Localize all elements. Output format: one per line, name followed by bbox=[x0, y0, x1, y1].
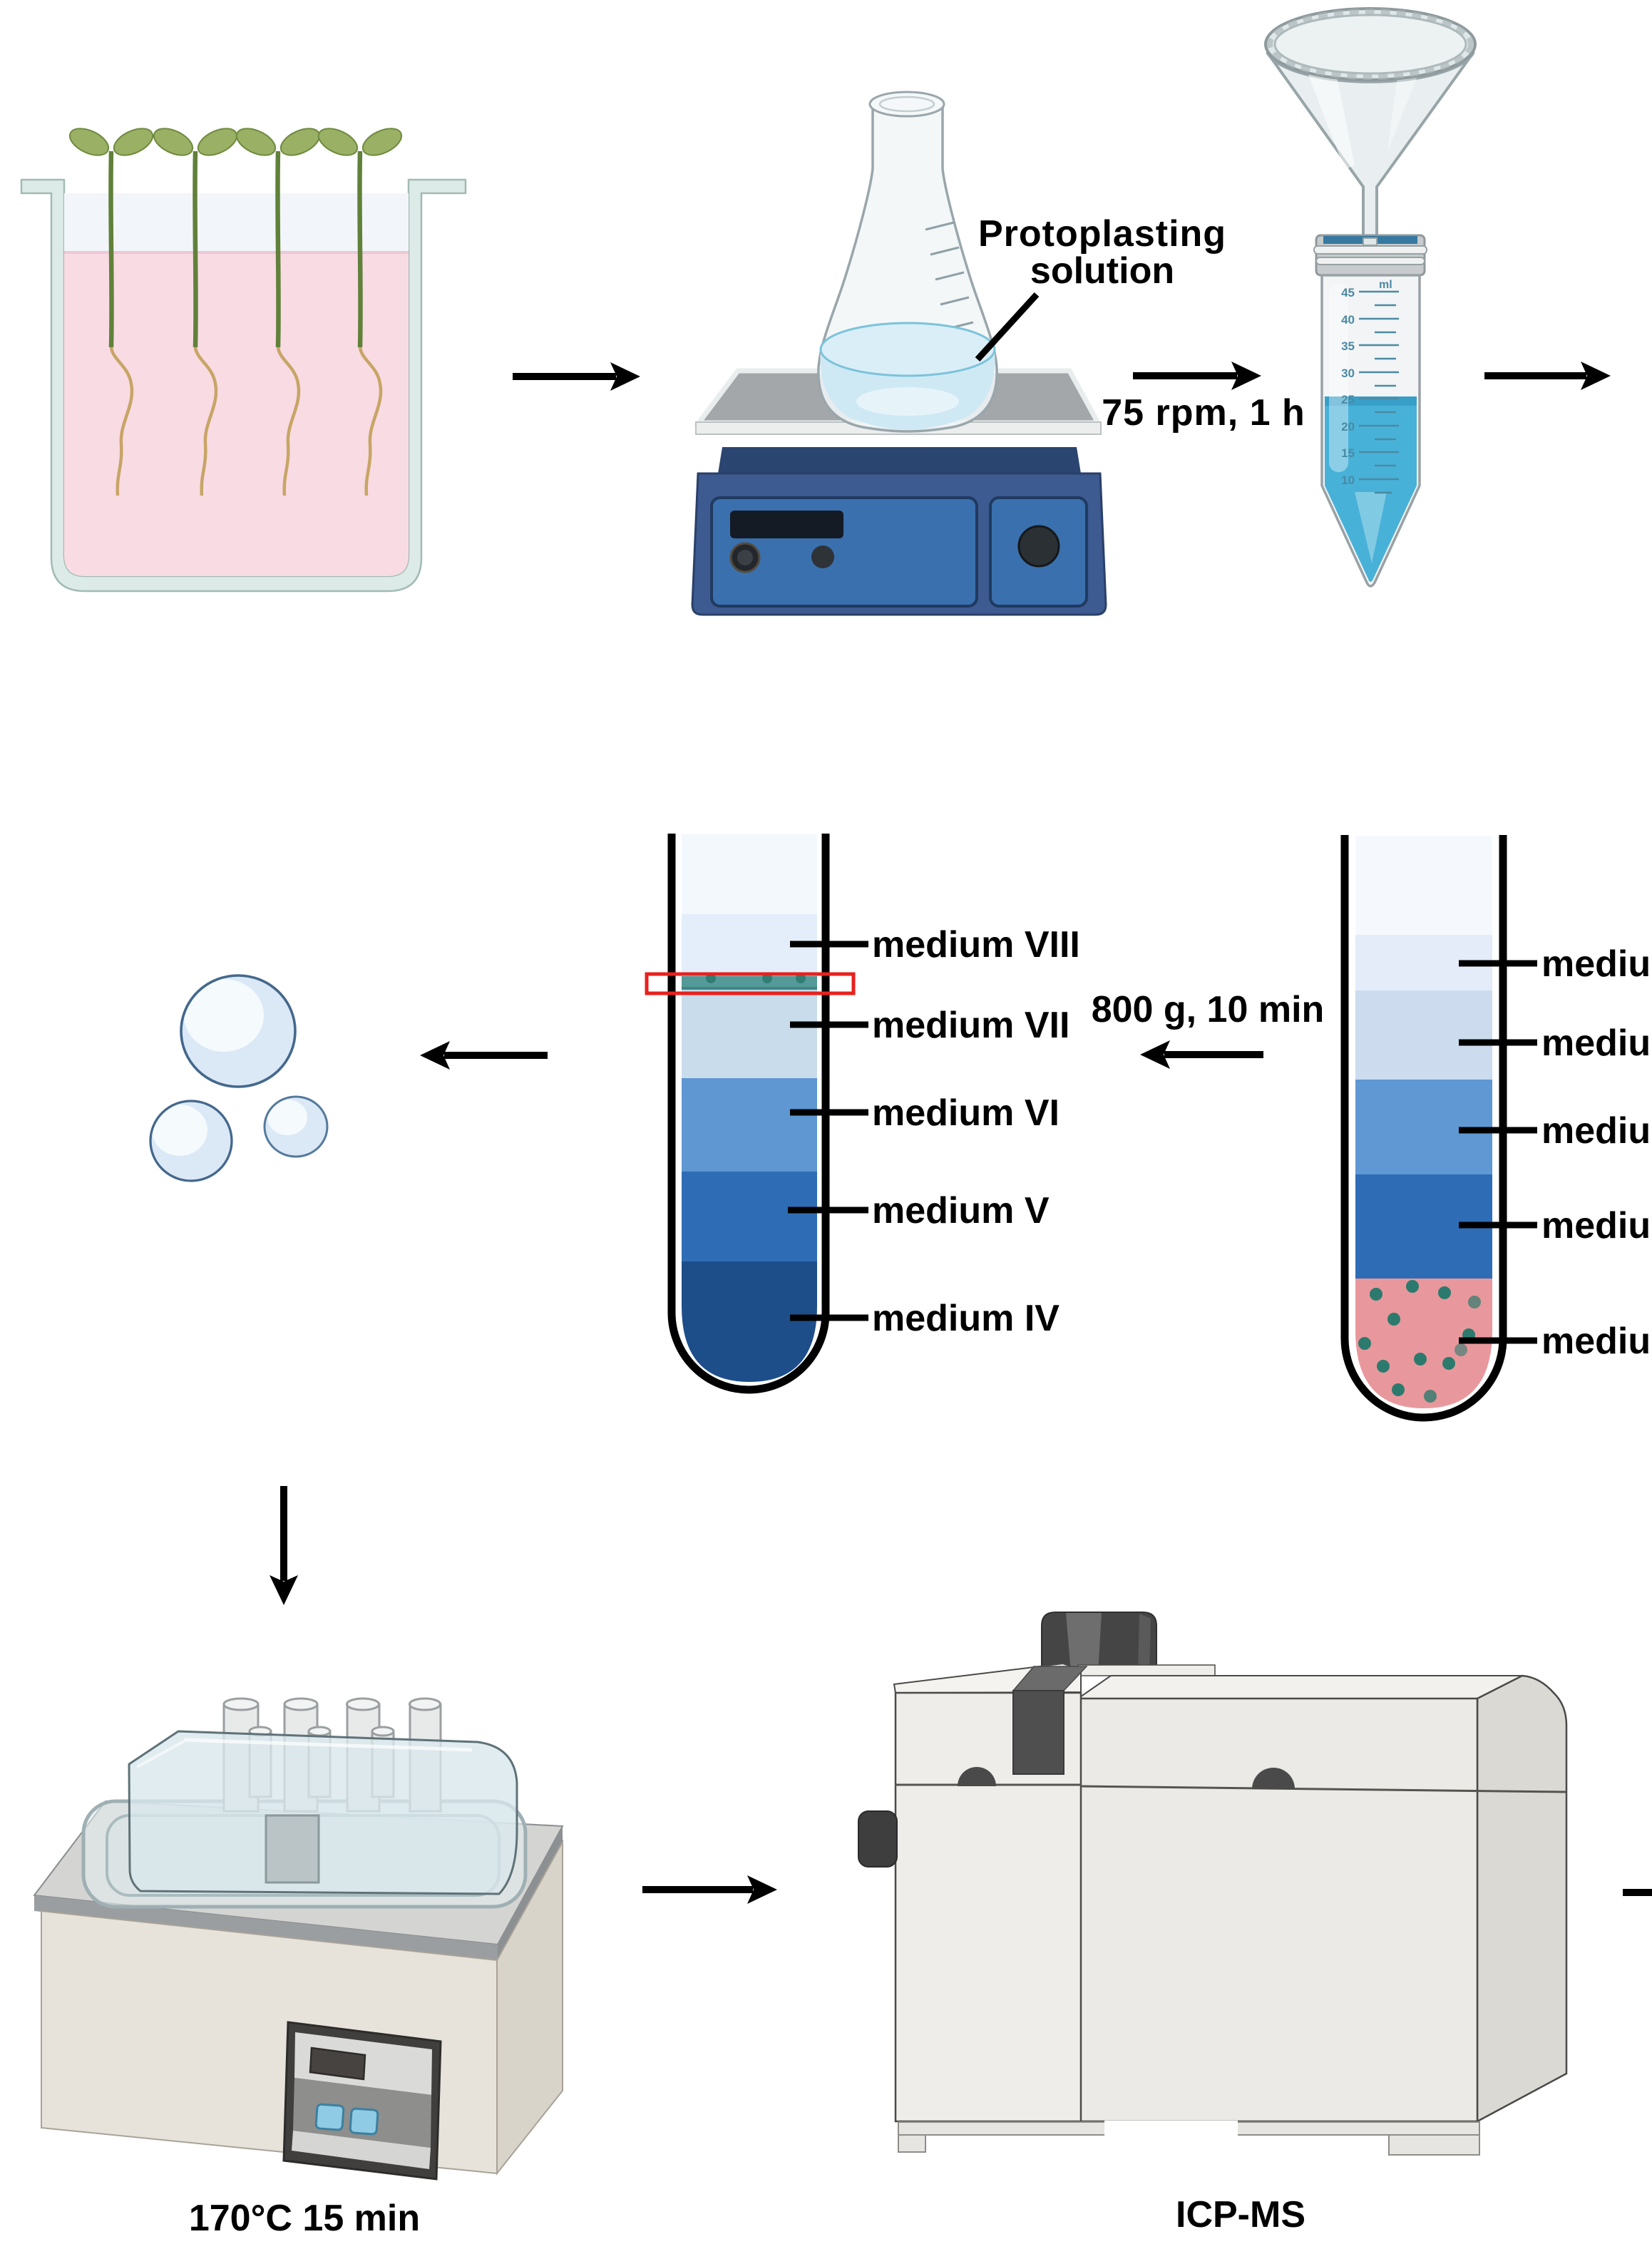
svg-text:30: 30 bbox=[1341, 367, 1355, 380]
svg-text:170°C 15 min: 170°C 15 min bbox=[189, 2198, 420, 2239]
svg-text:medium V: medium V bbox=[1541, 1205, 1652, 1246]
svg-text:medium IV: medium IV bbox=[1541, 1321, 1652, 1362]
svg-text:35: 35 bbox=[1341, 339, 1355, 353]
svg-text:medium V: medium V bbox=[872, 1190, 1050, 1231]
svg-text:medium IV: medium IV bbox=[872, 1298, 1060, 1339]
svg-text:800 g, 10 min: 800 g, 10 min bbox=[1092, 989, 1325, 1030]
svg-text:15: 15 bbox=[1341, 446, 1355, 460]
svg-text:10: 10 bbox=[1341, 473, 1355, 487]
svg-text:medium VIII: medium VIII bbox=[1541, 943, 1652, 985]
svg-text:45: 45 bbox=[1341, 286, 1355, 299]
svg-text:25: 25 bbox=[1341, 393, 1355, 406]
svg-text:ICP-MS: ICP-MS bbox=[1176, 2194, 1305, 2235]
svg-text:20: 20 bbox=[1341, 420, 1355, 434]
svg-text:medium VI: medium VI bbox=[872, 1092, 1060, 1134]
svg-text:medium VI: medium VI bbox=[1541, 1110, 1652, 1152]
svg-text:40: 40 bbox=[1341, 313, 1355, 327]
svg-text:Protoplasting: Protoplasting bbox=[978, 213, 1226, 255]
svg-text:75 rpm, 1 h: 75 rpm, 1 h bbox=[1102, 392, 1305, 434]
svg-text:solution: solution bbox=[1030, 250, 1174, 292]
svg-text:medium VIII: medium VIII bbox=[872, 924, 1080, 965]
svg-text:ml: ml bbox=[1379, 279, 1392, 291]
svg-text:medium VII: medium VII bbox=[1541, 1023, 1652, 1064]
svg-text:medium VII: medium VII bbox=[872, 1005, 1069, 1046]
